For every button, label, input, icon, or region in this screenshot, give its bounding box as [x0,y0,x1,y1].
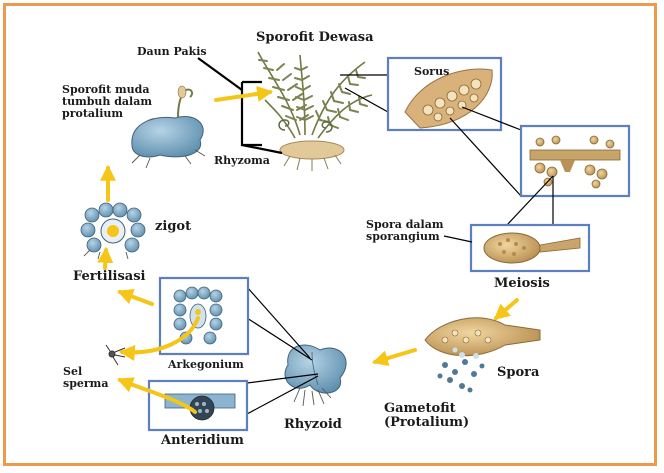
label-sel-sperma: Sel sperma [63,365,109,391]
young-sporophyte [131,85,206,169]
label-spora-dalam-sporangium: Spora dalam sporangium [366,218,444,244]
diagram-frame [3,3,657,466]
label-gametofit: Gametofit (Protalium) [384,401,470,431]
sporangium [483,232,581,264]
connector-lines [340,74,389,113]
sporangia-box [519,124,631,198]
sorus-connector [449,106,522,197]
cycle-arrows [97,85,519,414]
crosssection-connector [506,175,554,226]
label-sporofit-dewasa: Sporofit Dewasa [256,30,374,45]
spora-dalam-pointer [443,235,473,243]
gametophyte-protalium [284,344,347,407]
mature-sporophyte [257,51,373,171]
label-daun-pakis: Daun Pakis [137,45,207,58]
label-sporofit-muda: Sporofit muda tumbuh dalam protalium [62,83,152,121]
sperm-cell [105,344,126,366]
sporangia-cross-section [529,135,621,189]
spore-release [424,317,541,393]
bracket-lines [197,57,283,155]
label-fertilisasi: Fertilisasi [73,269,146,284]
label-rhyzoma: Rhyzoma [214,154,270,167]
sorus-leaf [404,68,493,129]
label-arkegonium: Arkegonium [168,358,244,371]
label-spora: Spora [497,365,540,380]
label-rhyzoid: Rhyzoid [284,417,342,432]
zygote [80,202,146,260]
label-meiosis: Meiosis [494,276,550,291]
label-anteridium: Anteridium [161,433,244,448]
label-sorus: Sorus [414,65,450,78]
protalium-connectors [246,286,319,415]
label-zigot: zigot [155,219,192,234]
